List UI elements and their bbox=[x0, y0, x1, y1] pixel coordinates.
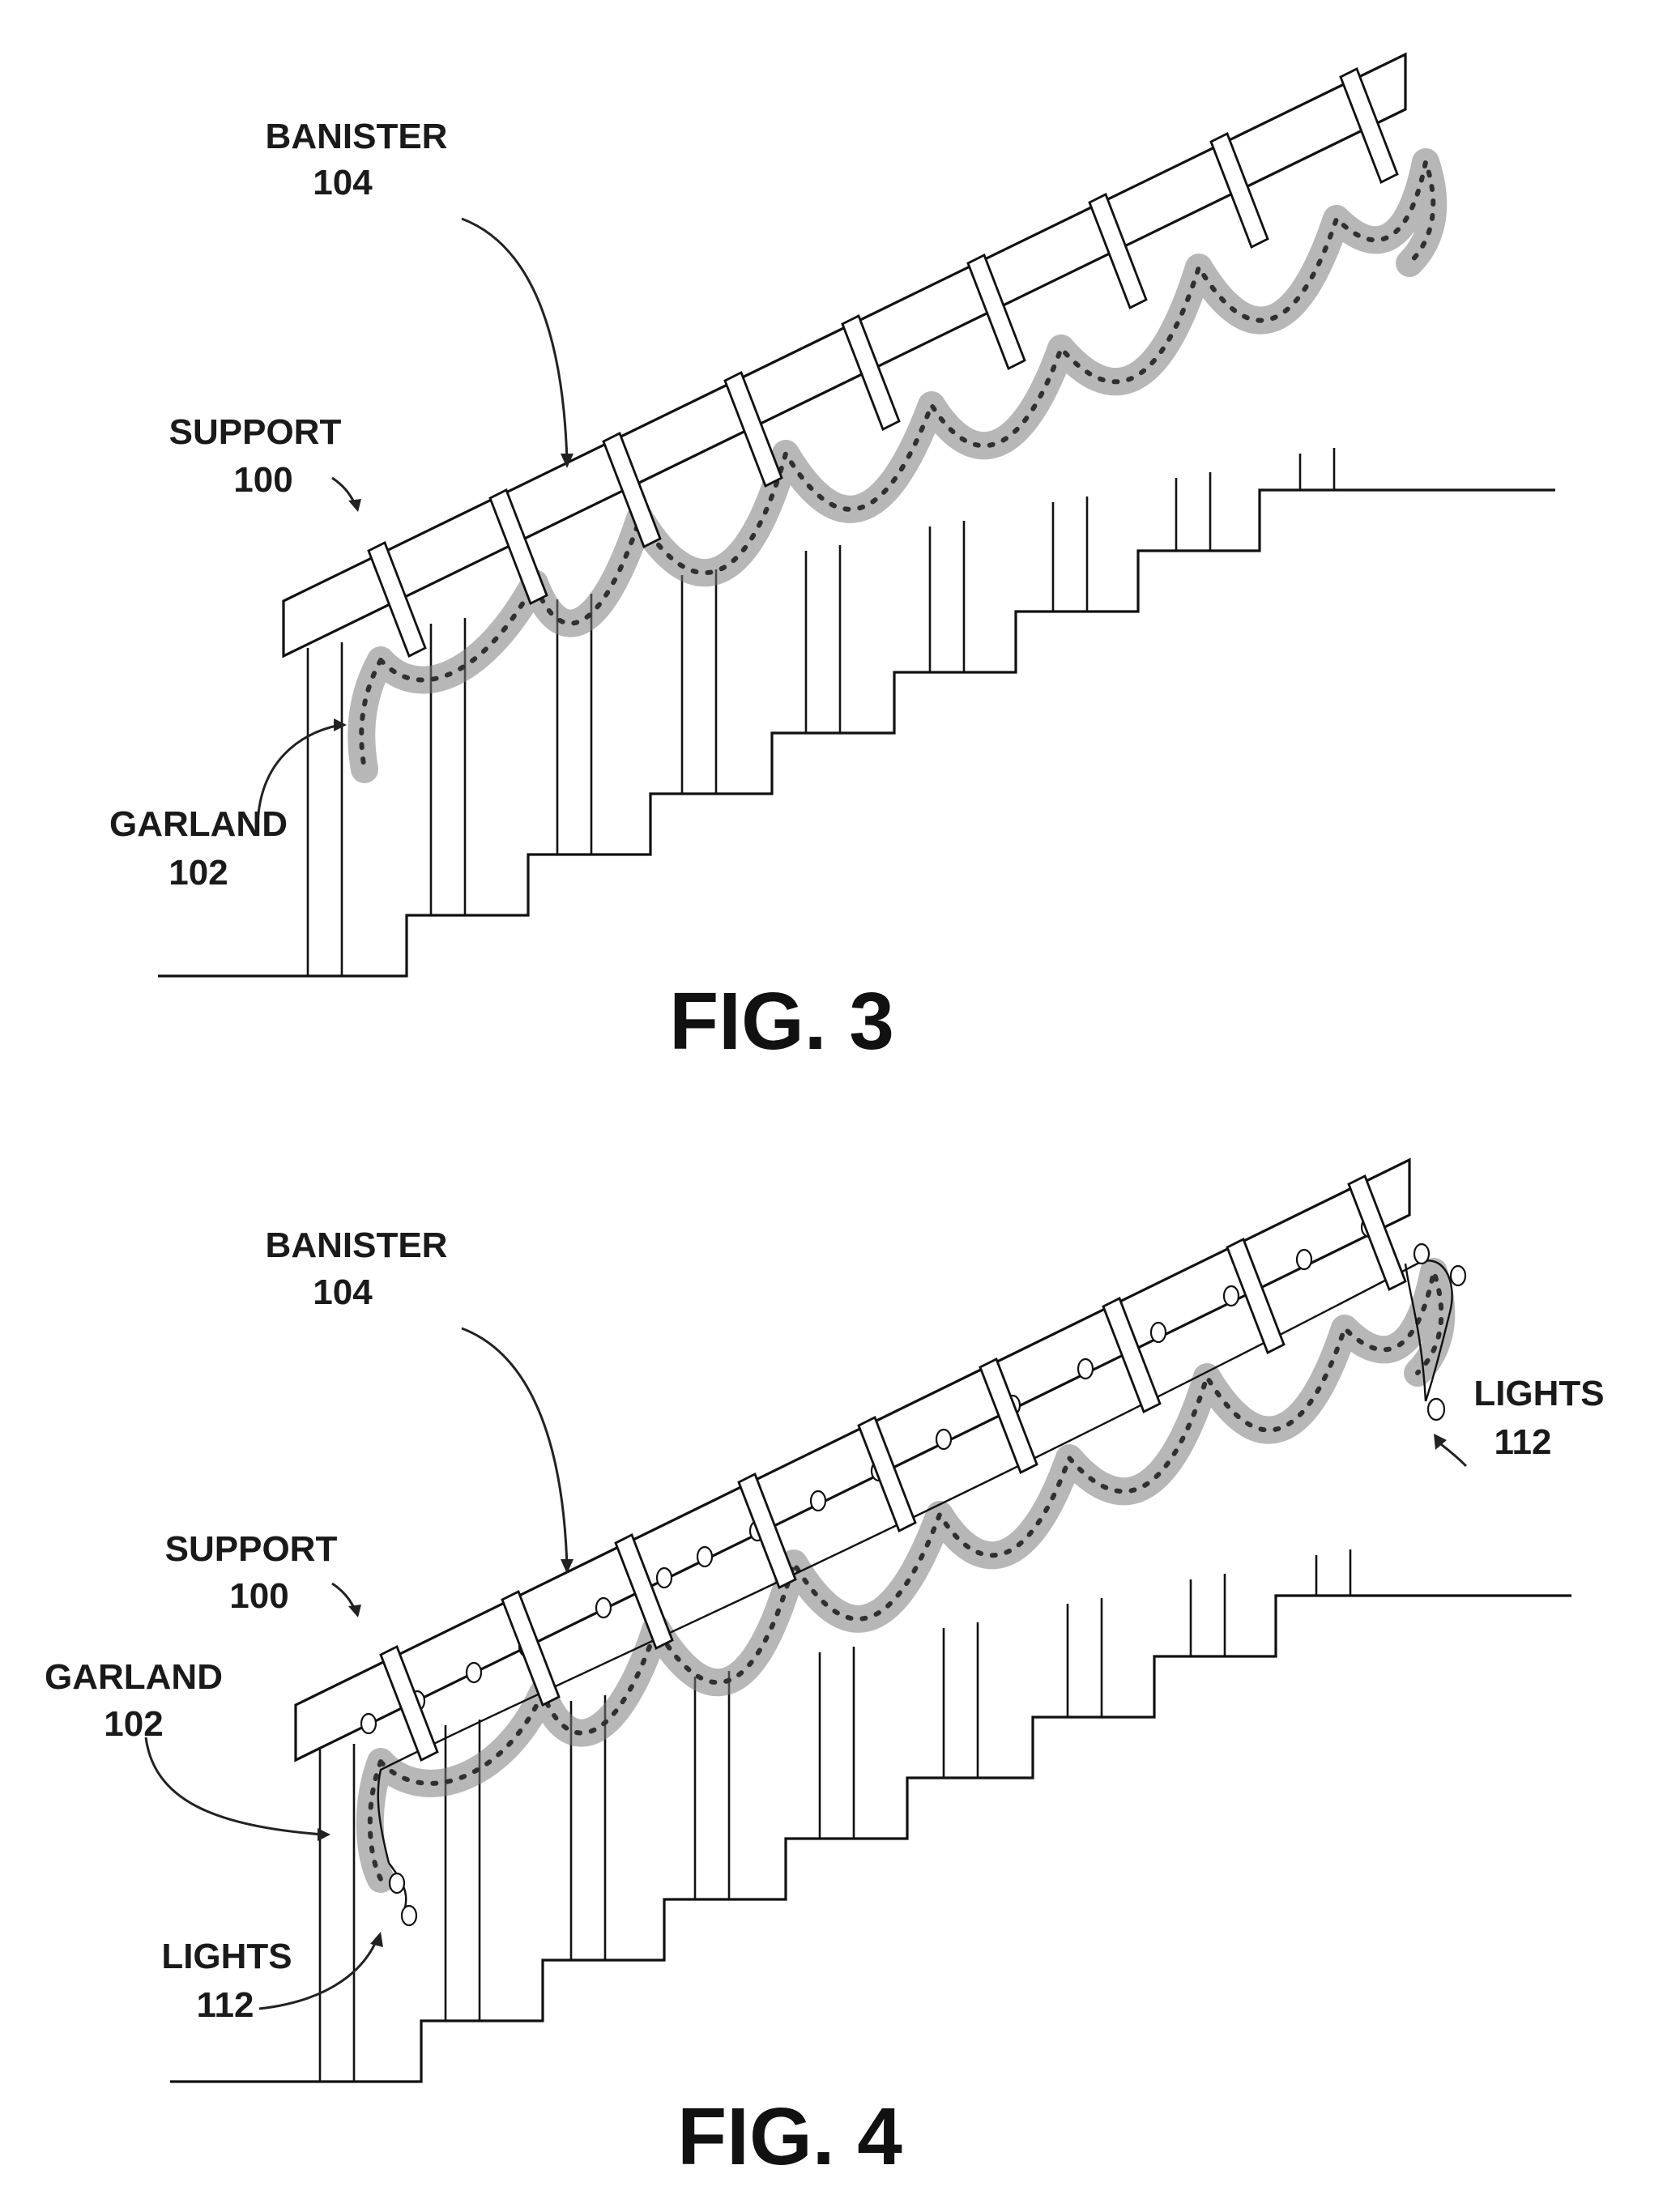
fig4-garland-label: GARLAND bbox=[45, 1657, 223, 1697]
fig4-title: FIG. 4 bbox=[677, 2091, 902, 2182]
fig4-banister-number: 104 bbox=[313, 1272, 373, 1312]
fig3-garland-label: GARLAND bbox=[109, 804, 288, 844]
fig3-banister-number: 104 bbox=[313, 163, 373, 202]
fig4-banister-arrow bbox=[462, 1328, 567, 1567]
fig3-garland-number: 102 bbox=[168, 853, 228, 893]
fig3-garland bbox=[361, 162, 1433, 769]
fig3-banister-label: BANISTER bbox=[266, 117, 448, 156]
fig4-support-arrow bbox=[332, 1583, 355, 1609]
fig3-support-label: SUPPORT bbox=[169, 412, 342, 452]
fig4-lights-left-label: LIGHTS bbox=[161, 1937, 292, 1976]
fig3-banister-rail bbox=[284, 54, 1405, 656]
fig4-support-label: SUPPORT bbox=[165, 1529, 338, 1569]
fig4-garland bbox=[370, 1272, 1441, 1879]
fig4-banister-label: BANISTER bbox=[266, 1225, 448, 1265]
fig4-support-arrowhead bbox=[348, 1605, 361, 1617]
fig4-lights-right-label: LIGHTS bbox=[1473, 1374, 1604, 1413]
fig4-support-number: 100 bbox=[229, 1576, 288, 1616]
fig4-lights-left-number: 112 bbox=[197, 1985, 254, 2025]
figure-4: BANISTER 104 SUPPORT 100 GARLAND 102 LIG… bbox=[45, 1160, 1605, 2182]
fig3-title: FIG. 3 bbox=[669, 976, 894, 1067]
fig3-banister-arrow bbox=[462, 219, 567, 462]
fig3-garland-arrowhead bbox=[334, 718, 347, 731]
fig4-clips bbox=[381, 1176, 1405, 1760]
fig4-garland-arrowhead bbox=[318, 1828, 330, 1841]
fig4-garland-number: 102 bbox=[104, 1704, 163, 1744]
fig4-lights-right-number: 112 bbox=[1495, 1422, 1552, 1462]
fig3-support-arrow bbox=[332, 478, 355, 504]
figure-3: BANISTER 104 SUPPORT 100 GARLAND 102 FIG… bbox=[109, 54, 1555, 1067]
fig4-lights-right-arrow bbox=[1438, 1442, 1466, 1466]
fig3-support-arrowhead bbox=[348, 499, 361, 512]
fig3-support-number: 100 bbox=[233, 460, 292, 500]
fig4-lights-left-arrowhead bbox=[370, 1932, 383, 1947]
